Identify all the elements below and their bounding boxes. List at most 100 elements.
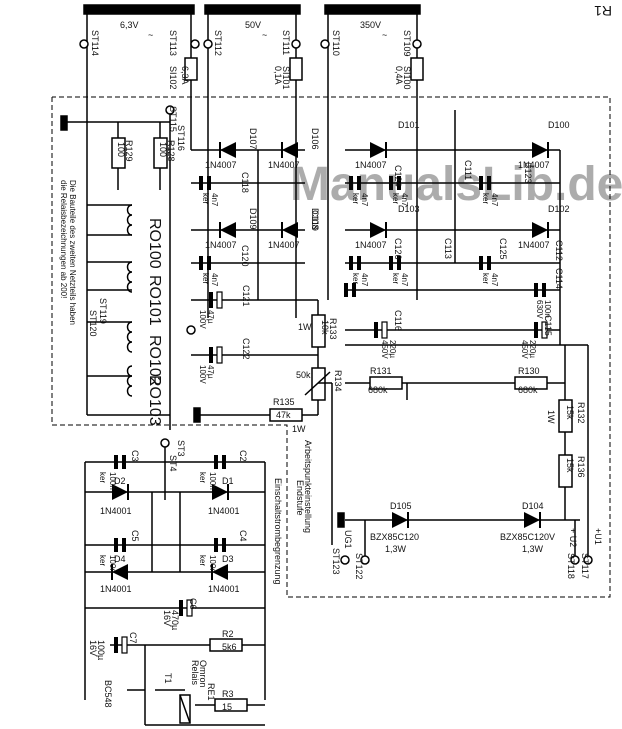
- label-c4n7: 4n7: [490, 273, 499, 287]
- capacitor-plate: [479, 176, 483, 190]
- label-ug1: UG1: [343, 530, 353, 549]
- label-r136v: 15k: [565, 458, 575, 473]
- terminal: [190, 39, 200, 49]
- watermark: ManualsLib.de: [290, 158, 622, 211]
- terminal: [570, 555, 580, 565]
- label-r129v: 100: [116, 142, 126, 157]
- label-c7: C7: [128, 632, 138, 644]
- label-c4n7: 4n7: [360, 193, 369, 207]
- label-v50: 50V: [245, 20, 261, 30]
- label-cker: ker: [198, 555, 207, 566]
- transformer-winding-50v: [204, 4, 301, 15]
- electrolytic-capacitor-plate: [216, 346, 223, 364]
- label-ker: ker: [351, 193, 360, 204]
- capacitor-plate: [222, 455, 226, 469]
- label-c124: C124: [393, 165, 403, 187]
- capacitor-plate: [349, 256, 353, 270]
- diode: [212, 564, 228, 580]
- label-relais: Relais: [190, 660, 200, 686]
- label-n4007: 1N4007: [355, 240, 387, 250]
- label-r130v: 680k: [518, 385, 538, 395]
- capacitor-plate: [222, 538, 226, 552]
- capacitor-plate: [207, 176, 211, 190]
- label-st123: ST123: [331, 548, 341, 575]
- label-c4n7: 4n7: [360, 273, 369, 287]
- label-v6: 6,3V: [120, 20, 139, 30]
- electrolytic-capacitor-plate: [186, 599, 193, 617]
- label-r132: R132: [576, 402, 586, 424]
- label-c112: C112: [554, 240, 564, 261]
- side-note-line: die Relaisbezeichnungen ab 200!: [59, 180, 68, 298]
- label-c100nker: 100n: [108, 472, 117, 490]
- label-v350: 350V: [360, 20, 381, 30]
- capacitor-plate: [487, 176, 491, 190]
- label-c100nker: 100n: [208, 555, 217, 573]
- electrolytic-capacitor: [374, 322, 378, 338]
- label-u2: + U2: [568, 528, 578, 547]
- label-ro101: RO101: [146, 275, 163, 326]
- label-ker: ker: [391, 193, 400, 204]
- terminals: [79, 39, 593, 565]
- label-d108: D108: [310, 208, 320, 230]
- electrolytic-capacitor: [209, 347, 213, 363]
- capacitor-plate: [199, 176, 203, 190]
- label-bc548: BC548: [103, 680, 113, 708]
- label-st117: ST117: [580, 553, 590, 579]
- terminal: [79, 39, 89, 49]
- capacitor-plate: [357, 256, 361, 270]
- label-ro100: RO100: [146, 218, 163, 269]
- capacitor-plate: [389, 176, 393, 190]
- label-u1: +U1: [593, 528, 603, 545]
- label-ker: ker: [201, 193, 210, 204]
- label-r133: R133: [328, 318, 338, 340]
- label-r133v: 10k: [320, 320, 330, 335]
- label-c6u: 16V: [162, 610, 172, 626]
- terminal: [160, 438, 170, 448]
- label-st122: ST122: [354, 553, 364, 580]
- label-r135v: 47k: [276, 410, 291, 420]
- label-c116: C116: [393, 310, 403, 331]
- terminal: [412, 39, 422, 49]
- label-r134: R134: [333, 370, 343, 392]
- diode: [282, 222, 298, 238]
- label-d106: D106: [310, 128, 320, 150]
- label-c2: C2: [238, 450, 248, 462]
- label-r135p: 1W: [292, 424, 306, 434]
- capacitor-plate: [207, 256, 211, 270]
- label-c3: C3: [130, 450, 140, 462]
- capacitor-plate: [534, 283, 538, 297]
- capacitor-plate: [352, 283, 356, 297]
- capacitor-plate: [344, 283, 348, 297]
- label-c7v: 100µ: [96, 640, 106, 660]
- label-c120: C120: [240, 245, 250, 267]
- diode: [370, 142, 386, 158]
- label-r133p: 1W: [298, 322, 312, 332]
- label-r131v: 680k: [368, 385, 388, 395]
- label-si102v: 6,3A: [180, 66, 190, 85]
- label-n4007: 1N4007: [518, 240, 550, 250]
- label-c220u: 220µ: [528, 340, 537, 358]
- electrolytic-capacitor-plate: [541, 321, 548, 339]
- board-outline: [51, 96, 611, 598]
- label-si100: SI100: [402, 66, 412, 90]
- label-d2: D2: [114, 476, 126, 486]
- capacitor-plate: [122, 538, 126, 552]
- electrolytic-capacitor-plate: [216, 291, 223, 309]
- label-c113: C113: [443, 238, 453, 259]
- label-c4: C4: [238, 530, 248, 542]
- label-c100v: 100V: [198, 310, 207, 329]
- label-c630v: 630V: [535, 300, 544, 319]
- label-n4007: 1N4007: [268, 240, 300, 250]
- label-w13: 1,3W: [522, 544, 544, 554]
- terminal: [291, 39, 301, 49]
- electrolytic-capacitor: [534, 322, 538, 338]
- diode: [112, 564, 128, 580]
- capacitor-plate: [479, 256, 483, 270]
- label-d107: D107: [248, 128, 258, 150]
- label-einschalt: Einschaltstrombegrenzung: [273, 478, 283, 585]
- potentiometer-r134: [311, 367, 326, 401]
- label-ker: ker: [391, 273, 400, 284]
- label-st118: ST118: [566, 553, 576, 579]
- electrolytic-capacitor-plate: [121, 636, 128, 654]
